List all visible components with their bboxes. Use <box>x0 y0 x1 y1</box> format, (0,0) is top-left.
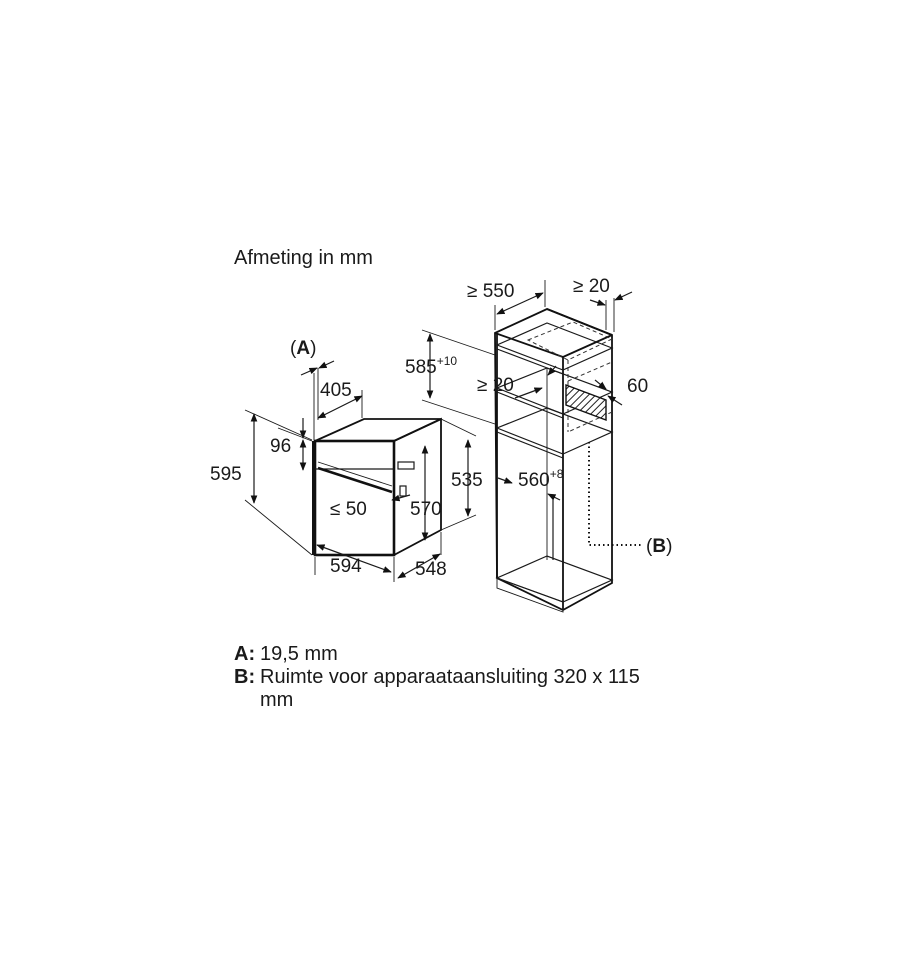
oven-knob <box>397 461 415 470</box>
diagram-title: Afmeting in mm <box>234 247 373 269</box>
oven-front <box>313 439 396 557</box>
dim-ge20-mid: ≥ 20 <box>477 375 514 396</box>
oven-handle <box>317 466 393 494</box>
oven-drawing <box>312 417 442 557</box>
dim-560: 560+8 <box>518 467 564 491</box>
oven-top <box>314 418 442 442</box>
b-leader <box>588 442 642 546</box>
connection-area <box>565 383 607 422</box>
legend: A: 19,5 mm B: Ruimte voor apparaataanslu… <box>234 643 674 712</box>
legend-text: 19,5 mm <box>260 643 338 665</box>
dim-548: 548 <box>415 559 447 580</box>
legend-key: A: <box>234 643 256 665</box>
dim-570: 570 <box>410 499 442 520</box>
cabinet-drawing <box>494 308 642 613</box>
oven-side <box>393 417 442 557</box>
dim-60: 60 <box>627 376 648 397</box>
dim-535: 535 <box>451 470 483 491</box>
label-b: (B) <box>646 536 672 557</box>
dim-ge550: ≥ 550 <box>467 281 514 302</box>
oven-dimensions <box>244 360 477 582</box>
legend-key: B: <box>234 666 256 688</box>
dim-585: 585+10 <box>405 354 457 378</box>
dim-405: 405 <box>320 380 352 401</box>
legend-row-a: A: 19,5 mm <box>234 643 674 666</box>
dim-le50: ≤ 50 <box>330 499 367 520</box>
dim-594: 594 <box>330 556 362 577</box>
dim-ge20-top: ≥ 20 <box>573 276 610 297</box>
legend-row-b: B: Ruimte voor apparaataansluiting 320 x… <box>234 666 674 712</box>
cabinet-dimensions <box>421 280 633 501</box>
dim-595: 595 <box>210 464 242 485</box>
legend-text: Ruimte voor apparaataansluiting 320 x 11… <box>260 666 640 711</box>
label-a: (A) <box>290 338 316 359</box>
dim-96: 96 <box>270 436 291 457</box>
